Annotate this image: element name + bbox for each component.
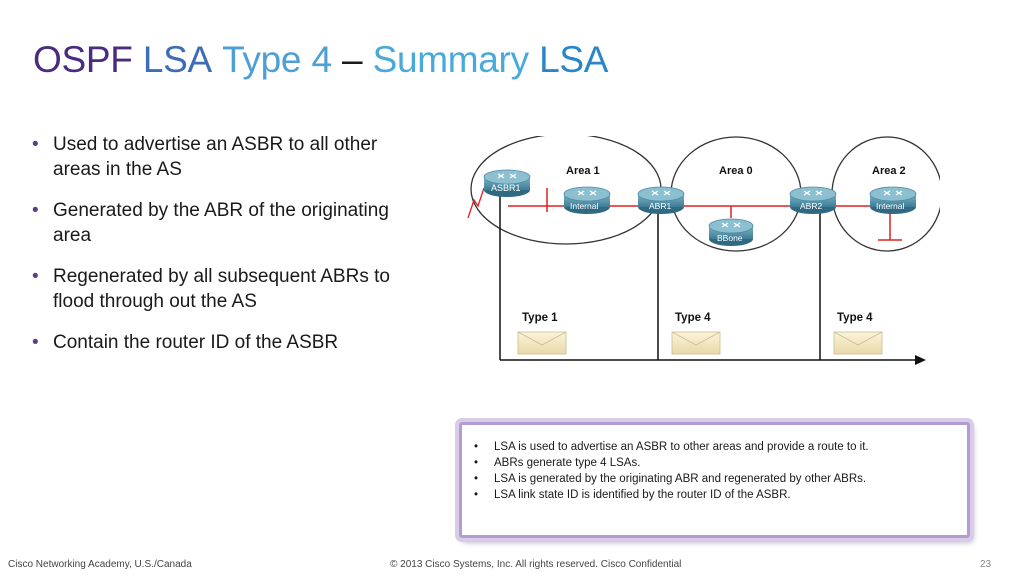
footer-copyright: © 2013 Cisco Systems, Inc. All rights re… (390, 559, 682, 570)
lsa-type-label: Type 4 (837, 312, 873, 324)
router-abr2: ABR2 (789, 186, 837, 214)
note-text: LSA is used to advertise an ASBR to othe… (494, 441, 869, 453)
note-item: •LSA is generated by the originating ABR… (474, 473, 867, 485)
title-type: Type (222, 39, 302, 80)
title-num: 4 (311, 39, 332, 80)
lsa-envelope-icon (517, 331, 567, 355)
router-internal-area2: Internal (869, 186, 917, 214)
router-label: ASBR1 (491, 183, 521, 193)
slide-title: OSPF LSA Type 4 – Summary LSA (33, 36, 608, 84)
area2-label: Area 2 (872, 165, 906, 177)
bullet-item: •Generated by the ABR of the originating… (32, 200, 389, 246)
summary-note-box: •LSA is used to advertise an ASBR to oth… (459, 422, 970, 538)
note-item: •ABRs generate type 4 LSAs. (474, 457, 641, 469)
router-label: Internal (876, 201, 904, 211)
footer-org: Cisco Networking Academy, U.S./Canada (8, 559, 192, 570)
router-asbr1: ASBR1 (483, 169, 531, 197)
router-label: ABR1 (649, 201, 671, 211)
note-item: •LSA is used to advertise an ASBR to oth… (474, 441, 869, 453)
note-list: •LSA is used to advertise an ASBR to oth… (462, 425, 967, 503)
title-lsa: LSA (142, 39, 212, 80)
bullet-text: Contain the router ID of the ASBR (53, 332, 339, 353)
bullet-text: Regenerated by all subsequent ABRs to fl… (53, 266, 390, 312)
area0-label: Area 0 (719, 165, 753, 177)
router-label: ABR2 (800, 201, 822, 211)
bullet-text: Used to advertise an ASBR to all other a… (53, 134, 378, 180)
bullet-text: Generated by the ABR of the originating … (53, 200, 389, 246)
title-summary: Summary (372, 39, 530, 80)
note-text: LSA link state ID is identified by the r… (494, 489, 791, 501)
lsa-envelope-icon (671, 331, 721, 355)
lsa-envelope-icon (833, 331, 883, 355)
page-number: 23 (980, 559, 992, 570)
router-label: BBone (717, 233, 743, 243)
note-item: •LSA link state ID is identified by the … (474, 489, 791, 501)
bullet-item: •Contain the router ID of the ASBR (32, 332, 339, 353)
lsa-type-label: Type 4 (675, 312, 711, 324)
area1-label: Area 1 (566, 165, 600, 177)
lsa-type-label: Type 1 (522, 312, 558, 324)
router-abr1: ABR1 (637, 186, 685, 214)
router-internal-area1: Internal (563, 186, 611, 214)
title-ospf: OSPF (33, 39, 133, 80)
bullet-item: •Regenerated by all subsequent ABRs to f… (32, 266, 390, 312)
title-dash: – (342, 39, 363, 80)
router-bbone: BBone (708, 218, 754, 246)
bullet-list: •Used to advertise an ASBR to all other … (30, 132, 390, 371)
bullet-item: •Used to advertise an ASBR to all other … (32, 134, 378, 180)
external-link-lightning (467, 187, 485, 219)
title-lsa2: LSA (539, 39, 609, 80)
note-text: LSA is generated by the originating ABR … (494, 473, 867, 485)
router-label: Internal (570, 201, 598, 211)
note-text: ABRs generate type 4 LSAs. (494, 457, 641, 469)
arrow-head (915, 355, 926, 365)
ospf-network-diagram: Area 1 Area 0 Area 2 ASBR1 Internal ABR1 (467, 136, 940, 365)
